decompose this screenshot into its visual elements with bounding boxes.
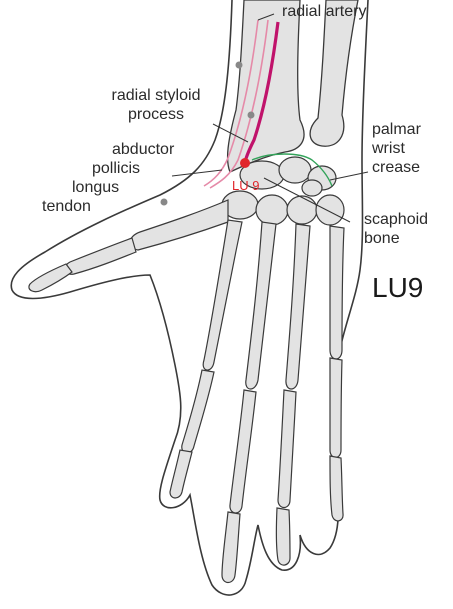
label-abductor-pollicis-longus-tendon: abductor pollicis longus tendon <box>40 140 200 216</box>
abductor-tendon-edge <box>203 19 259 187</box>
label-abductor-line1: abductor <box>112 141 175 158</box>
label-palmar-line1: palmar <box>372 121 421 138</box>
skin-dots <box>160 61 255 206</box>
abductor-tendon <box>209 19 269 189</box>
leader-lines <box>171 13 369 223</box>
thumb-bones <box>28 199 229 293</box>
label-palmar-line3: crease <box>372 159 421 176</box>
title-lu9: LU9 <box>372 272 424 303</box>
ulna-bone <box>309 0 359 147</box>
label-abductor-line4: tendon <box>42 198 91 215</box>
label-radial-styloid-line2: process <box>127 106 185 123</box>
label-abductor-line3: longus <box>72 179 120 196</box>
label-scaphoid-line1: scaphoid <box>364 211 429 228</box>
radial-artery-line <box>243 21 280 163</box>
radius-bone <box>226 0 305 173</box>
palmar-wrist-crease <box>251 153 333 187</box>
carpal-bones <box>221 156 345 226</box>
label-scaphoid-line2: bone <box>364 230 400 247</box>
finger-bones <box>169 219 345 584</box>
label-radial-artery: radial artery <box>282 3 367 20</box>
label-palmar-line2: wrist <box>372 140 405 157</box>
label-abductor-line2: pollicis <box>92 160 141 177</box>
label-lu9-point: LU 9 <box>232 178 260 193</box>
label-radial-styloid-process: radial styloid process <box>88 86 224 124</box>
label-palmar-wrist-crease: palmar wrist crease <box>372 120 421 177</box>
lu9-point-marker <box>240 158 250 168</box>
label-scaphoid-bone: scaphoid bone <box>364 210 428 248</box>
label-radial-styloid-line1: radial styloid <box>111 87 201 104</box>
